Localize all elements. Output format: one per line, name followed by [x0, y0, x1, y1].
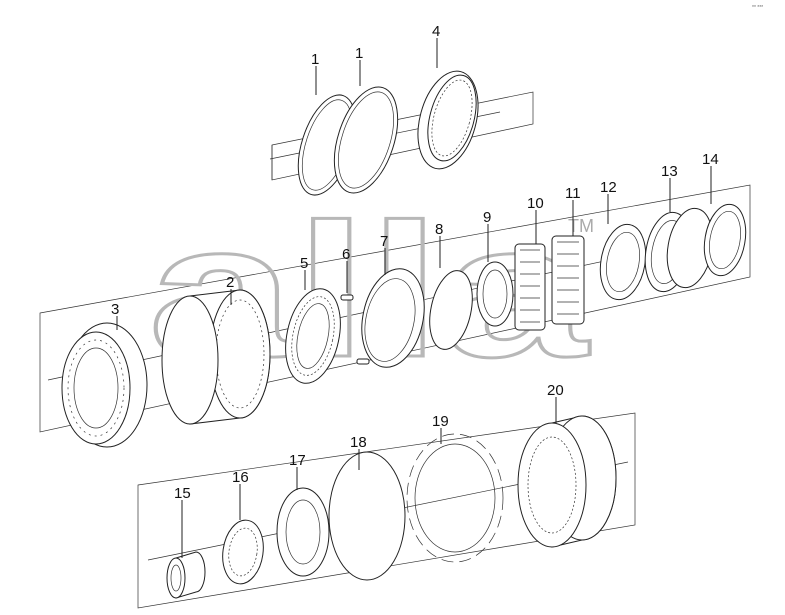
callout-9: 9 [483, 209, 491, 226]
callout-12: 12 [600, 179, 617, 196]
callout-4: 4 [432, 23, 440, 40]
part-9-seal [476, 261, 514, 327]
part-10-springs [514, 243, 546, 331]
part-8-disc [429, 270, 473, 350]
callout-5: 5 [300, 255, 308, 272]
leader-lines [116, 38, 712, 558]
part-4-bearing [417, 70, 479, 170]
callout-2: 2 [226, 274, 234, 291]
part-20-ring-gear [517, 415, 617, 548]
part-3-housing [61, 322, 148, 448]
watermark-trademark: TM [568, 216, 594, 236]
callout-11: 11 [565, 185, 581, 202]
callout-13: 13 [661, 163, 678, 180]
callout-7: 7 [380, 233, 388, 250]
callout-labels: 1 1 4 2 3 5 6 7 8 9 10 11 12 13 14 15 16… [111, 23, 719, 502]
part-11-springs [551, 235, 585, 325]
callout-14: 14 [702, 151, 719, 168]
callout-15: 15 [174, 485, 191, 502]
callout-16: 16 [232, 469, 249, 486]
part-17-washer [276, 487, 330, 577]
callout-10: 10 [527, 195, 544, 212]
part-5-bearing [285, 288, 341, 384]
part-14-plate [703, 203, 747, 277]
part-13-discs [644, 207, 714, 293]
part-19-roller-cage [406, 433, 504, 563]
part-7-plate [361, 268, 425, 368]
corner-mark: ** *** [752, 5, 763, 11]
callout-1a: 1 [311, 51, 319, 68]
callout-8: 8 [435, 221, 443, 238]
part-1-ring-b [333, 86, 399, 194]
part-15-bushing [166, 551, 206, 599]
callout-20: 20 [547, 382, 564, 399]
callout-3: 3 [111, 301, 119, 318]
part-16-bearing [222, 519, 264, 585]
part-2-drum [161, 289, 271, 425]
part-12-discs [599, 223, 647, 301]
part-6-pins [340, 294, 370, 365]
callout-18: 18 [350, 434, 367, 451]
callout-19: 19 [432, 413, 449, 430]
callout-6: 6 [342, 246, 350, 263]
callout-1b: 1 [355, 45, 363, 62]
part-18-disc [328, 451, 406, 581]
callout-17: 17 [289, 452, 306, 469]
